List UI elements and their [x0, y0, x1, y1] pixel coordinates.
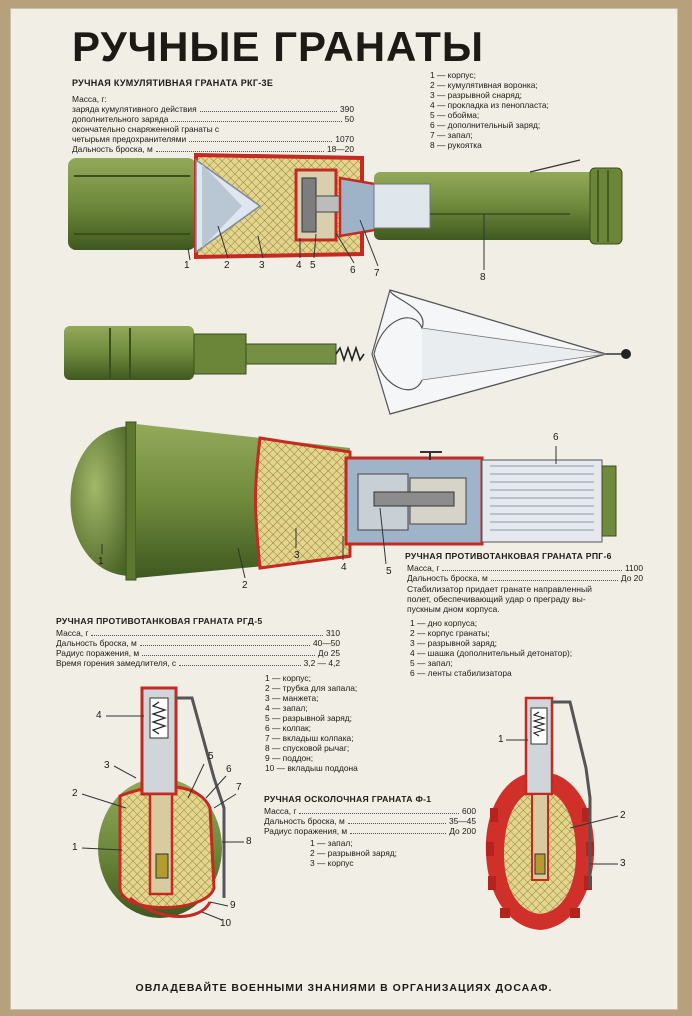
legend-item: 1 — корпус; — [430, 70, 476, 80]
rkg-callout-2: 2 — [224, 260, 230, 271]
legend-item: 1 — корпус; — [265, 673, 311, 683]
rgd5-callout-2: 2 — [72, 788, 78, 799]
f1-lever — [552, 700, 592, 888]
rkg-callout-1: 1 — [184, 260, 190, 271]
f1-callout-1: 1 — [498, 734, 504, 745]
rpg6-heading: РУЧНАЯ ПРОТИВОТАНКОВАЯ ГРАНАТА РПГ-6 — [405, 551, 612, 561]
legend-item: 4 — прокладка из пенопласта; — [430, 100, 549, 110]
rkg-callout-5: 5 — [310, 260, 316, 271]
legend-item: 5 — разрывной заряд; — [265, 713, 352, 723]
rgd5-callout-3: 3 — [104, 760, 110, 771]
rpg6-callout-5: 5 — [386, 566, 392, 577]
legend-item: 4 — запал; — [265, 703, 308, 713]
legend-item: 5 — запал; — [410, 658, 453, 668]
f1-legend: 1 — запал; 2 — разрывной заряд; 3 — корп… — [310, 838, 397, 868]
legend-item: 3 — корпус — [310, 858, 354, 868]
legend-item: 1 — дно корпуса; — [410, 618, 478, 628]
rkg-body-shell — [68, 158, 196, 250]
poster: РУЧНЫЕ ГРАНАТЫ РУЧНАЯ КУМУЛЯТИВНАЯ ГРАНА… — [10, 8, 678, 1010]
legend-item: 7 — вкладыш колпака; — [265, 733, 354, 743]
legend-item: 1 — запал; — [310, 838, 353, 848]
rgd5-lever — [176, 696, 226, 898]
legend-item: 3 — манжета; — [265, 693, 319, 703]
legend-item: 6 — дополнительный заряд; — [430, 120, 541, 130]
legend-item: 9 — поддон; — [265, 753, 314, 763]
rkg-handle — [374, 172, 622, 240]
rgd5-callout-5: 5 — [208, 751, 214, 762]
rgd5-callout-10: 10 — [220, 918, 232, 929]
legend-item: 2 — кумулятивная воронка; — [430, 80, 538, 90]
rkg-callout-3: 3 — [259, 260, 265, 271]
legend-item: 2 — корпус гранаты; — [410, 628, 490, 638]
illustrations — [64, 152, 631, 930]
rkg-callout-6: 6 — [350, 265, 356, 276]
f1-callout-3: 3 — [620, 858, 626, 869]
f1-illustration — [485, 696, 619, 930]
rkg-spec-row: окончательно снаряженной гранаты с — [72, 124, 220, 134]
legend-item: 6 — колпак; — [265, 723, 311, 733]
rkg-deployed-illustration — [64, 289, 631, 415]
rgd5-callout-8: 8 — [246, 836, 252, 847]
legend-item: 7 — запал; — [430, 130, 473, 140]
legend-item: 8 — спусковой рычаг; — [265, 743, 350, 753]
f1-callout-2: 2 — [620, 810, 626, 821]
legend-item: 5 — обойма; — [430, 110, 480, 120]
rkg-mass-label: Масса, г: — [72, 94, 107, 104]
legend-item: 4 — шашка (дополнительный детонатор); — [410, 648, 573, 658]
rpg6-callout-1: 1 — [98, 556, 104, 567]
poster-title: РУЧНЫЕ ГРАНАТЫ — [72, 23, 485, 70]
rgd5-callout-1: 1 — [72, 842, 78, 853]
rkg-callout-4: 4 — [296, 260, 302, 271]
rkg-callout-7: 7 — [374, 268, 380, 279]
rpg6-callout-6: 6 — [553, 432, 559, 443]
rgd5-illustration — [81, 686, 244, 921]
rpg6-nose — [70, 426, 132, 576]
poster-footer: ОВЛАДЕВАЙТЕ ВОЕННЫМИ ЗНАНИЯМИ В ОРГАНИЗА… — [135, 982, 553, 994]
rkg-cutaway-illustration — [68, 152, 623, 270]
rpg6-illustration — [70, 421, 617, 581]
rpg6-legend: 1 — дно корпуса; 2 — корпус гранаты; 3 —… — [410, 618, 572, 678]
rgd5-callout-9: 9 — [230, 900, 236, 911]
legend-item: 3 — разрывной заряд; — [410, 638, 497, 648]
rkg-heading: РУЧНАЯ КУМУЛЯТИВНАЯ ГРАНАТА РКГ-3Е — [72, 78, 274, 88]
legend-item: 3 — разрывной снаряд; — [430, 90, 522, 100]
f1-heading: РУЧНАЯ ОСКОЛОЧНАЯ ГРАНАТА Ф-1 — [264, 794, 432, 804]
rpg6-note: Стабилизатор придает гранате направленны… — [407, 584, 592, 615]
legend-item: 2 — разрывной заряд; — [310, 848, 397, 858]
rpg6-callout-3: 3 — [294, 550, 300, 561]
rgd5-callout-6: 6 — [226, 764, 232, 775]
legend-item: 10 — вкладыш поддона — [265, 763, 358, 773]
rpg6-callout-2: 2 — [242, 580, 248, 591]
legend-item: 2 — трубка для запала; — [265, 683, 358, 693]
rkg-callout-8: 8 — [480, 272, 486, 283]
rgd5-legend: 1 — корпус; 2 — трубка для запала; 3 — м… — [265, 673, 358, 773]
legend-item: 6 — ленты стабилизатора — [410, 668, 512, 678]
rgd5-heading: РУЧНАЯ ПРОТИВОТАНКОВАЯ ГРАНАТА РГД-5 — [56, 616, 263, 626]
rgd5-callout-7: 7 — [236, 782, 242, 793]
rgd5-callout-4: 4 — [96, 710, 102, 721]
rkg-legend: 1 — корпус; 2 — кумулятивная воронка; 3 … — [430, 70, 549, 150]
legend-item: 8 — рукоятка — [430, 140, 482, 150]
rpg6-callout-4: 4 — [341, 562, 347, 573]
